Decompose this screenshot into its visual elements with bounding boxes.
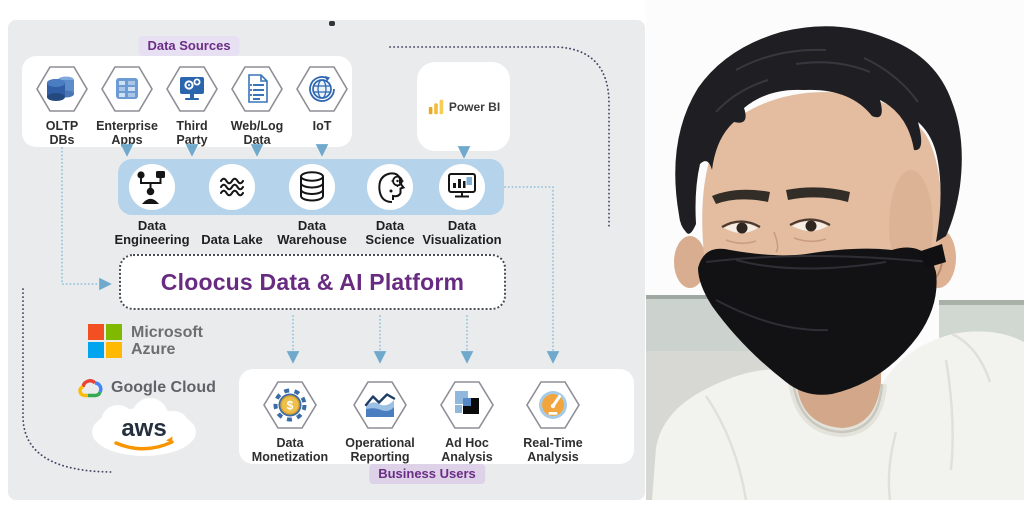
dollar-gear-icon: $ (263, 381, 317, 429)
head-gear-icon (367, 164, 413, 210)
data-sources-box: OLTP DBs Enterprise Apps Third Party (22, 56, 352, 147)
pipeline-label: Data Engineering (114, 218, 190, 247)
source-label: Web/Log Data (230, 119, 284, 147)
cropped-title-artifact (329, 21, 335, 26)
gears-monitor-icon (166, 66, 218, 112)
azure-logo: Microsoft Azure (88, 324, 203, 358)
waves-icon (209, 164, 255, 210)
power-bi-icon (428, 99, 444, 114)
source-label: OLTP DBs (45, 119, 79, 147)
pipeline-label: Data Visualization (422, 218, 502, 247)
azure-label: Microsoft Azure (131, 324, 203, 358)
aws-logo: aws (88, 398, 200, 465)
dest-item-adhoc: Ad Hoc Analysis (421, 379, 513, 464)
database-icon (36, 66, 88, 112)
dest-label: Operational Reporting (345, 436, 415, 464)
server-apps-icon (101, 66, 153, 112)
dest-item-reporting: Operational Reporting (334, 379, 426, 464)
power-bi-box: Power BI (417, 62, 510, 151)
svg-text:$: $ (287, 399, 294, 413)
chart-monitor-icon (439, 164, 485, 210)
dest-item-monetization: $ Data Monetization (244, 379, 336, 464)
data-sources-badge: Data Sources (138, 36, 240, 56)
source-label: Third Party (176, 119, 208, 147)
source-item-weblog: Web/Log Data (225, 64, 289, 147)
cylinder-icon (289, 164, 335, 210)
aws-label: aws (121, 415, 166, 442)
google-cloud-label: Google Cloud (111, 379, 216, 396)
platform-title: Cloocus Data & AI Platform (160, 268, 465, 295)
globe-icon (296, 66, 348, 112)
aws-cloud-icon: aws (92, 398, 196, 456)
pipeline-label: Data Warehouse (277, 218, 347, 247)
squares-icon (440, 381, 494, 429)
document-icon (231, 66, 283, 112)
source-item-oltp: OLTP DBs (30, 64, 94, 147)
source-item-enterprise-apps: Enterprise Apps (95, 64, 159, 147)
business-users-box: $ Data Monetization Operational Reportin… (239, 369, 634, 464)
pipeline-band (118, 159, 504, 215)
source-item-iot: IoT (290, 64, 354, 134)
dest-label: Ad Hoc Analysis (441, 436, 493, 464)
source-label: Enterprise Apps (96, 119, 158, 147)
portrait-photo (646, 0, 1024, 500)
microsoft-logo-icon (88, 324, 122, 358)
dest-label: Data Monetization (251, 436, 329, 464)
pipeline-label: Data Lake (201, 231, 263, 247)
business-users-badge: Business Users (369, 464, 485, 484)
source-label: IoT (312, 119, 332, 133)
google-cloud-logo: Google Cloud (74, 377, 216, 399)
gauge-icon (526, 381, 580, 429)
platform-box: Cloocus Data & AI Platform (119, 254, 506, 310)
data-engineering-icon (129, 164, 175, 210)
power-bi-label: Power BI (448, 99, 501, 114)
dest-label: Real-Time Analysis (523, 436, 583, 464)
area-chart-icon (353, 381, 407, 429)
source-item-third-party: Third Party (160, 64, 224, 147)
google-cloud-icon (78, 379, 103, 398)
dest-item-realtime: Real-Time Analysis (507, 379, 599, 464)
